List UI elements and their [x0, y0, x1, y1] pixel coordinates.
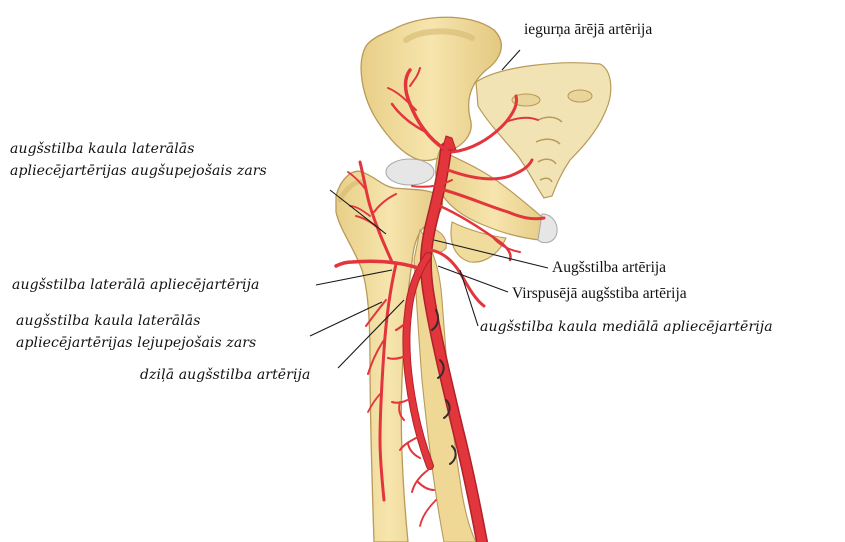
label-lat-descending-line1: augšstilba kaula laterālās [16, 314, 201, 328]
label-lat-ascending-line1: augšstilba kaula laterālās [10, 142, 195, 156]
label-iliac-external: iegurņa ārējā artērija [524, 22, 652, 38]
label-deep-femoral: dziļā augšstilba artērija [140, 368, 310, 382]
leader-superficial-femoral [438, 266, 508, 292]
label-superficial-femoral: Virspusējā augšstiba artērija [512, 286, 687, 302]
label-lateral-circumflex: augšstilba laterālā apliecējartērija [12, 278, 260, 292]
leader-iliac-external [502, 50, 520, 70]
label-medial-circumflex: augšstilba kaula mediālā apliecējartērij… [480, 320, 773, 334]
label-femoral: Augšstilba artērija [552, 260, 666, 276]
label-lat-descending-line2: apliecējartērijas lejupejošais zars [16, 336, 256, 350]
label-lat-ascending-line2: apliecējartērijas augšupejošais zars [10, 164, 267, 178]
